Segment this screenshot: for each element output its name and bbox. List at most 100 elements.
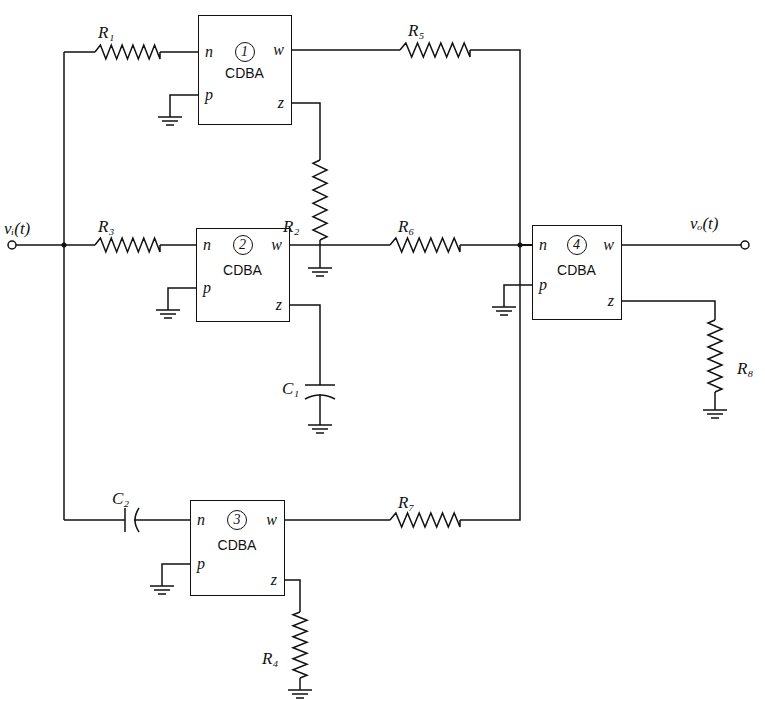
pin-z: z [278, 95, 284, 111]
wire [162, 564, 190, 586]
pin-n: n [203, 237, 211, 253]
ground-symbol [312, 271, 328, 273]
resistor-ground [390, 511, 460, 529]
block-title: CDBA [557, 262, 596, 278]
ground-symbol [156, 309, 180, 311]
pin-p: p [539, 277, 547, 293]
output-signal: vₒ(t) [690, 215, 718, 233]
ground-symbol [292, 693, 308, 695]
pin-n: n [539, 237, 547, 253]
ground-symbol [158, 116, 182, 118]
resistor-label: R₂ [283, 218, 299, 236]
block-number: 3 [227, 510, 247, 530]
ground-symbol [150, 585, 174, 587]
ground-symbol [316, 275, 324, 277]
resistor-ground [291, 612, 309, 678]
wire [622, 301, 715, 410]
ground-symbol [707, 413, 723, 415]
resistor-symbol [708, 320, 722, 392]
resistor-ground [95, 43, 160, 61]
pin-z: z [271, 572, 277, 588]
block-number: 2 [233, 235, 253, 255]
ground-symbol [154, 589, 170, 591]
resistor-ground [311, 160, 329, 240]
wire [622, 244, 741, 246]
resistor-label: R₆ [398, 218, 414, 236]
wire [168, 288, 196, 310]
resistor-ground [390, 236, 460, 254]
resistor-symbol [390, 513, 460, 527]
capacitor-symbol [305, 384, 335, 386]
input-signal: vᵢ(t) [4, 220, 30, 238]
wire [16, 244, 64, 246]
resistor-symbol [390, 238, 460, 252]
wire [170, 95, 198, 117]
pin-p: p [203, 280, 211, 296]
block-title: CDBA [218, 537, 257, 553]
pin-w: w [603, 237, 614, 253]
block-number: 1 [235, 42, 255, 62]
capacitor-label: C₂ [112, 490, 129, 508]
wire [290, 305, 320, 385]
ground-symbol [500, 314, 508, 316]
pin-n: n [197, 512, 205, 528]
resistor-label: R₁ [98, 24, 114, 42]
block-number: 4 [567, 235, 587, 255]
ground-symbol [166, 124, 174, 126]
terminal [741, 241, 749, 249]
ground-symbol [711, 417, 719, 419]
signal-wire [285, 245, 532, 520]
wire [134, 519, 190, 521]
pin-w: w [273, 42, 284, 58]
block-title: CDBA [223, 262, 262, 278]
resistor-symbol [400, 43, 470, 57]
signal-wire [292, 50, 532, 245]
ground-symbol [164, 317, 172, 319]
resistor-ground [95, 236, 160, 254]
pin-n: n [205, 44, 213, 60]
resistor-label: R₈ [737, 360, 753, 378]
resistor-symbol [293, 612, 307, 678]
ground-symbol [308, 424, 332, 426]
pin-p: p [205, 87, 213, 103]
wire [63, 52, 65, 520]
pin-w: w [271, 237, 282, 253]
capacitor-symbol [124, 508, 126, 532]
ground-symbol [158, 593, 166, 595]
resistor-ground [400, 41, 470, 59]
wire [504, 285, 532, 307]
pin-w: w [266, 512, 277, 528]
cdba-block: n 4wCDBA p z [532, 225, 622, 320]
ground-symbol [296, 697, 304, 699]
ground-symbol [703, 409, 727, 411]
wire [64, 519, 125, 521]
junction-dot [518, 243, 523, 248]
capacitor-label: C₁ [282, 380, 299, 398]
cdba-block: n 2 wCDBA p z [196, 228, 290, 322]
resistor-ground [706, 320, 724, 392]
resistor-symbol [95, 45, 160, 59]
ground-symbol [492, 306, 516, 308]
resistor-symbol [313, 160, 327, 240]
block-title: CDBA [225, 65, 264, 81]
ground-symbol [316, 432, 324, 434]
ground-symbol [496, 310, 512, 312]
ground-symbol [308, 267, 332, 269]
resistor-label: R₃ [98, 218, 114, 236]
ground-symbol [288, 689, 312, 691]
cdba-block: n 3 wCDBA p z [190, 500, 285, 596]
ground-symbol [312, 428, 328, 430]
cdba-block: n 1 wCDBA p z [198, 15, 292, 125]
resistor-symbol [95, 238, 160, 252]
resistor-label: R₇ [398, 494, 414, 512]
pin-z: z [608, 293, 614, 309]
pin-p: p [197, 556, 205, 572]
resistor-label: R₅ [408, 22, 424, 40]
pin-z: z [276, 297, 282, 313]
wire [319, 394, 321, 425]
resistor-label: R₄ [262, 650, 278, 668]
ground-symbol [162, 120, 178, 122]
